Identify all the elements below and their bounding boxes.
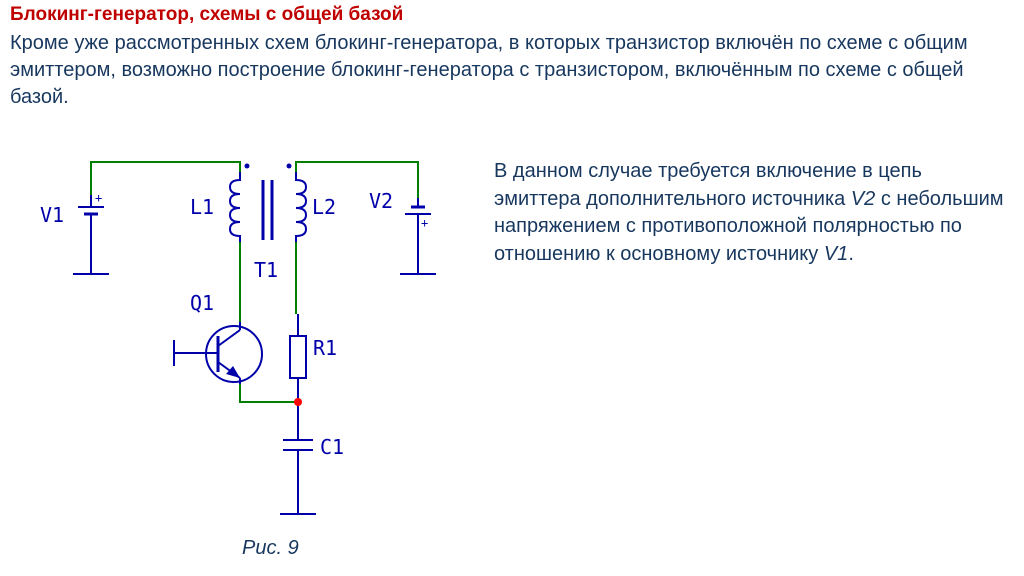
resistor-r1 [289, 335, 307, 379]
inductor-l1-coil [228, 172, 241, 242]
label-v2: V2 [369, 189, 393, 213]
label-l1: L1 [190, 195, 214, 219]
side-text-part3: . [848, 242, 854, 265]
side-text-v2: V2 [850, 187, 876, 210]
label-v2-plus: + [421, 216, 428, 230]
label-q1: Q1 [190, 291, 214, 315]
wire-emitter-to-node [239, 384, 298, 403]
wire-top-right [295, 161, 419, 198]
label-c1: C1 [320, 435, 344, 459]
label-t1: T1 [254, 258, 278, 282]
slide-title: Блокинг-генератор, схемы с общей базой [10, 4, 404, 25]
junction-dot [294, 398, 302, 406]
label-r1: R1 [313, 336, 337, 360]
emitter-arrow [226, 366, 240, 378]
wire-top-left [90, 161, 241, 195]
side-text-part2: с небольшим напряжением с противоположно… [494, 187, 1004, 265]
label-v1: V1 [40, 203, 64, 227]
side-text-part1: В данном случае требуется включение в це… [494, 160, 922, 210]
label-l2: L2 [312, 195, 336, 219]
component-leads [73, 172, 436, 515]
label-v1-plus: + [95, 191, 102, 205]
wires [90, 161, 419, 403]
l2-phase-dot [286, 163, 292, 169]
inductor-l2-coil [295, 172, 308, 242]
side-text-v1: V1 [823, 242, 849, 265]
side-paragraph: В данном случае требуется включение в це… [494, 158, 1014, 268]
l1-phase-dot [244, 163, 250, 169]
figure-caption: Рис. 9 [242, 537, 299, 559]
intro-paragraph: Кроме уже рассмотренных схем блокинг-ген… [10, 32, 968, 108]
